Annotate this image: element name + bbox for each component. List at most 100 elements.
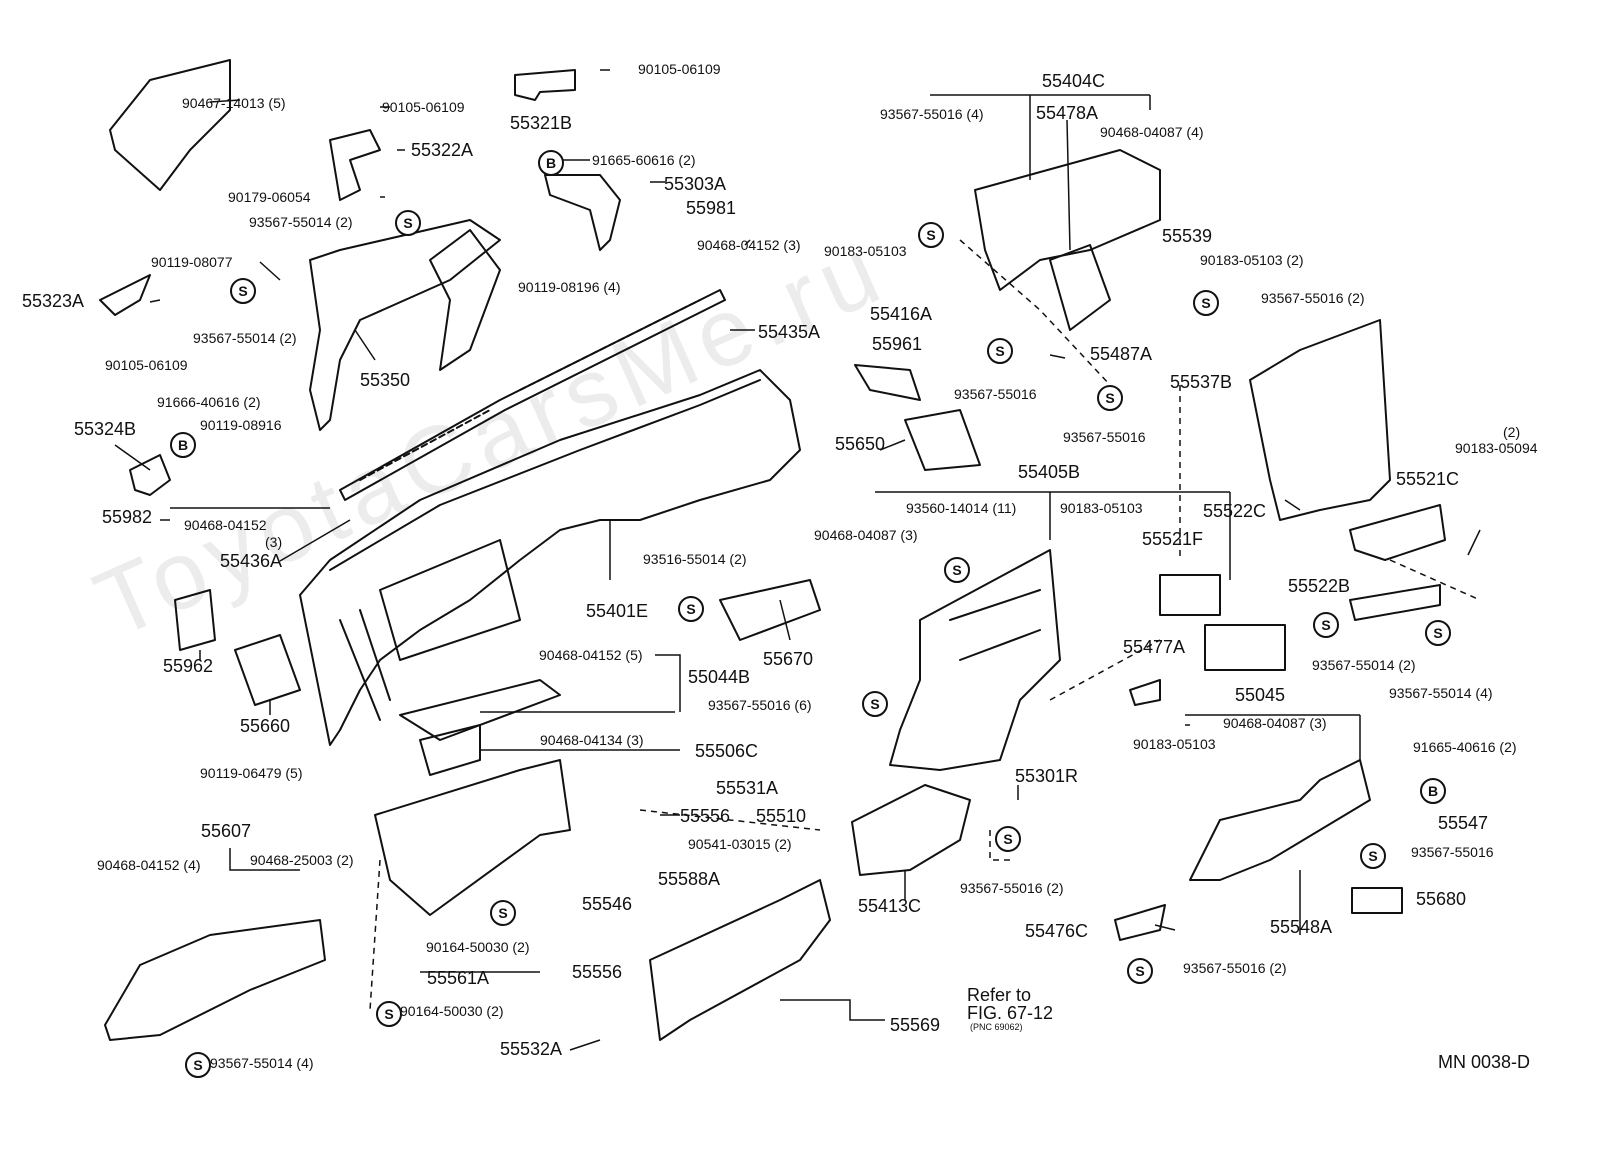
part-label-55537B: 55537B [1170, 372, 1233, 392]
fastener-label-90183-05094: 90183-05094 [1455, 440, 1538, 456]
fastener-label-90183-05094-qty: (2) [1503, 424, 1521, 440]
bracket-55324B [129, 454, 171, 496]
part-55413C [851, 784, 971, 876]
bracket-55303A [544, 174, 621, 251]
part-label-55478A: 55478A [1036, 103, 1099, 123]
part-label-55324B: 55324B [74, 419, 137, 439]
fastener-label-90468-04152-4: 90468-04152 (4) [97, 857, 201, 873]
leader-lines-dashed [369, 239, 1481, 1011]
s-symbol: S [1313, 612, 1339, 638]
part-label-55436A: 55436A [220, 551, 283, 571]
cluster-sub-panel [1049, 244, 1111, 331]
fastener-label-90183-05103-2: 90183-05103 (2) [1200, 252, 1304, 268]
part-label-55044B: 55044B [688, 667, 751, 687]
part-55680 [1351, 887, 1403, 914]
fastener-label-90467-14013: 90467-14013 (5) [182, 95, 286, 111]
center-cluster-finish [889, 549, 1061, 771]
fastener-label-90179-06054: 90179-06054 [228, 189, 311, 205]
lower-tray-55607 [104, 919, 326, 1041]
reference-note-line3: (PNC 69062) [970, 1022, 1023, 1032]
part-label-55522B: 55522B [1288, 576, 1351, 596]
fastener-label-93567-55016-4: 93567-55016 (4) [880, 106, 984, 122]
part-label-55435A: 55435A [758, 322, 821, 342]
part-label-55532A: 55532A [500, 1039, 563, 1059]
part-label-55521C: 55521C [1396, 469, 1460, 489]
part-label-55961: 55961 [872, 334, 923, 354]
fastener-label-90541-03015: 90541-03015 (2) [688, 836, 792, 852]
s-symbol: S [987, 338, 1013, 364]
s-symbol: S [376, 1001, 402, 1027]
part-label-55650: 55650 [835, 434, 886, 454]
part-label-55323A: 55323A [22, 291, 85, 311]
lower-panel-55044B [399, 679, 561, 741]
fastener-label-90183-05103-c: 90183-05103 [1133, 736, 1216, 752]
part-55476C [1114, 904, 1166, 941]
part-label-55982: 55982 [102, 507, 153, 527]
glove-box-55510 [374, 759, 571, 916]
vent-55660 [234, 634, 301, 706]
fastener-label-93567-55016-c: 93567-55016 [1411, 844, 1494, 860]
part-label-55981: 55981 [686, 198, 737, 218]
s-symbol: S [395, 210, 421, 236]
part-label-55547: 55547 [1438, 813, 1489, 833]
diagram-code: MN 0038-D [1438, 1052, 1531, 1072]
fastener-label-93567-55016-2-b: 93567-55016 (2) [960, 880, 1064, 896]
instrument-panel-cluster-opening [379, 539, 521, 661]
fastener-label-93567-55016-a: 93567-55016 [954, 386, 1037, 402]
s-symbol: S [862, 691, 888, 717]
part-label-55301R: 55301R [1015, 766, 1079, 786]
s-symbol: S [678, 596, 704, 622]
bracket-55323A [99, 274, 151, 316]
vent-55670 [719, 579, 821, 641]
s-symbol: S [185, 1052, 211, 1078]
bracket-55322A [329, 129, 381, 201]
pocket-55522B [1349, 584, 1441, 621]
part-label-55487A: 55487A [1090, 344, 1153, 364]
s-symbol: S [995, 826, 1021, 852]
fastener-label-90468-04152-left-qty: (3) [265, 534, 283, 550]
fastener-label-93567-55014-4-a: 93567-55014 (4) [1389, 685, 1493, 701]
part-label-55670: 55670 [763, 649, 814, 669]
fastener-label-93567-55014-c: 93567-55014 (2) [1312, 657, 1416, 673]
bracket-55321B [514, 69, 576, 101]
fastener-label-93516-55014: 93516-55014 (2) [643, 551, 747, 567]
fastener-label-90119-06479: 90119-06479 (5) [200, 765, 303, 781]
part-label-55510: 55510 [756, 806, 807, 826]
part-label-55569: 55569 [890, 1015, 941, 1035]
part-label-55539: 55539 [1162, 226, 1213, 246]
glove-box-door [649, 879, 831, 1041]
fastener-label-91665-40616: 91665-40616 (2) [1413, 739, 1517, 755]
right-lower-panel [1189, 759, 1371, 881]
fastener-label-90105-06109-top: 90105-06109 [638, 61, 721, 77]
part-label-55322A: 55322A [411, 140, 474, 160]
vent-55650 [904, 409, 981, 471]
part-label-55401E: 55401E [586, 601, 649, 621]
reference-note-line1: Refer to [967, 985, 1032, 1005]
part-label-55546: 55546 [582, 894, 633, 914]
fastener-label-90468-04087-3-b: 90468-04087 (3) [1223, 715, 1327, 731]
part-55477A [1129, 679, 1161, 706]
fastener-label-90105-06109-mid: 90105-06109 [382, 99, 465, 115]
part-label-55561A: 55561A [427, 968, 490, 988]
pocket-55521C [1349, 504, 1446, 561]
reinforcement-bracket [309, 219, 501, 431]
leader-lines-solid [114, 69, 1481, 1051]
s-symbol: S [230, 278, 256, 304]
part-label-55588A: 55588A [658, 869, 721, 889]
part-label-55556-lower: 55556 [572, 962, 623, 982]
box-55521F [1159, 574, 1221, 616]
part-label-55405B: 55405B [1018, 462, 1081, 482]
s-symbol: S [1425, 620, 1451, 646]
reinforcement-brace [429, 229, 501, 371]
cluster-finish-panel [974, 149, 1161, 291]
fastener-label-90468-25003: 90468-25003 (2) [250, 852, 354, 868]
b-symbol: B [1420, 778, 1446, 804]
box-55522C [1204, 624, 1286, 671]
fastener-label-93567-55016-2-c: 93567-55016 (2) [1183, 960, 1287, 976]
part-label-55607: 55607 [201, 821, 252, 841]
fastener-label-90164-50030-a: 90164-50030 (2) [426, 939, 530, 955]
fastener-label-90119-08196: 90119-08196 (4) [518, 279, 621, 295]
center-cluster-finish-openings [949, 589, 1041, 661]
fastener-label-90468-04152-3: 90468-04152 (3) [697, 237, 801, 253]
defroster-nozzle [339, 289, 726, 501]
